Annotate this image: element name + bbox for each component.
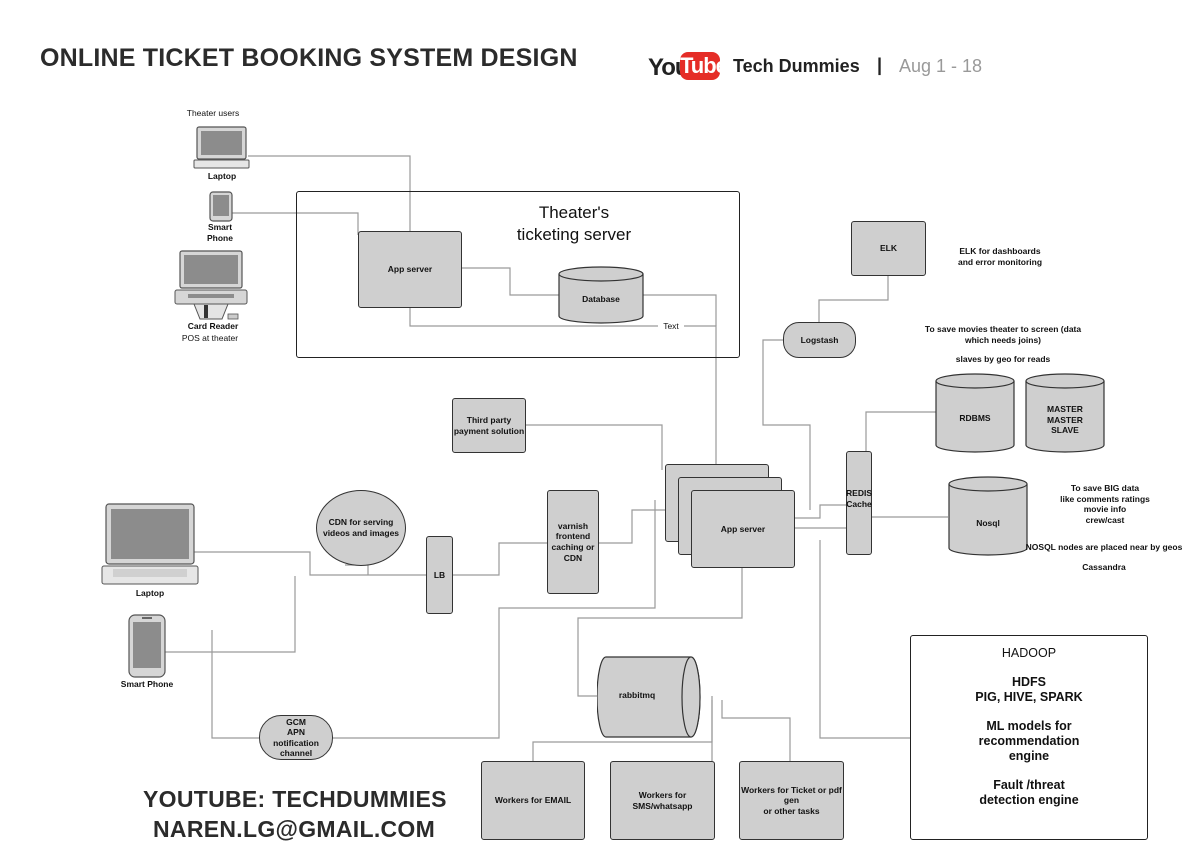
youtube-logo-tube: Tube (680, 52, 728, 80)
client-phone-icon (128, 614, 166, 678)
theater-server-title: Theater's ticketing server (516, 203, 632, 245)
nosql-label: Nosql (976, 518, 1000, 528)
theater-laptop-label: Laptop (207, 171, 237, 181)
client-phone-label: Smart Phone (120, 679, 174, 689)
header-separator: | (877, 55, 883, 75)
slaves-note: slaves by geo for reads (955, 354, 1051, 364)
bigdata-note: To save BIG data like comments ratings m… (1060, 483, 1150, 525)
hadoop-tools: PIG, HIVE, SPARK (975, 690, 1083, 704)
theater-app-server[interactable]: App server (358, 231, 462, 308)
third-party-payment-box[interactable]: Third party payment solution (452, 398, 526, 453)
rdbms-label: RDBMS (959, 413, 991, 423)
nosql-geo-note: NOSQL nodes are placed near by geos (1025, 542, 1183, 552)
footer-email: NAREN.LG@GMAIL.COM (153, 816, 436, 842)
text-label: Text (658, 321, 684, 331)
hadoop-box[interactable]: HADOOP HDFS PIG, HIVE, SPARK ML models f… (910, 635, 1148, 840)
rdbms-cylinder[interactable] (935, 373, 1015, 453)
theater-database-cylinder[interactable] (558, 266, 644, 324)
hadoop-fault: Fault /threat detection engine (979, 778, 1079, 807)
client-laptop-icon (101, 503, 199, 585)
workers-email-box[interactable]: Workers for EMAIL (481, 761, 585, 840)
footer-youtube: YOUTUBE: TECHDUMMIES (143, 786, 447, 812)
client-laptop-label: Laptop (135, 588, 165, 598)
theater-phone-label: Smart Phone (207, 222, 233, 243)
workers-ticket-box[interactable]: Workers for Ticket or pdf gen or other t… (739, 761, 844, 840)
theater-users-label: Theater users (186, 108, 240, 118)
rabbitmq-label: rabbitmq (618, 690, 656, 700)
workers-sms-box[interactable]: Workers for SMS/whatsapp (610, 761, 715, 840)
hadoop-hdfs: HDFS (1011, 675, 1047, 689)
redis-cache-box[interactable]: REDIS Cache (846, 451, 872, 555)
rdbms-note: To save movies theater to screen (data w… (924, 324, 1082, 345)
varnish-cache-box[interactable]: varnish frontend caching or CDN (547, 490, 599, 594)
channel-name: Tech Dummies (733, 56, 860, 76)
youtube-logo: You Tube (648, 50, 728, 82)
load-balancer[interactable]: LB (426, 536, 453, 614)
theater-laptop-icon (193, 126, 250, 169)
elk-box[interactable]: ELK (851, 221, 926, 276)
master-slave-cylinder[interactable] (1025, 373, 1105, 453)
app-server-main[interactable]: App server (691, 490, 795, 568)
diagram-title: ONLINE TICKET BOOKING SYSTEM DESIGN (40, 44, 578, 72)
header-date: Aug 1 - 18 (899, 56, 983, 76)
pos-label: POS at theater (181, 333, 239, 343)
cassandra-note: Cassandra (1082, 562, 1126, 572)
cdn-node[interactable]: CDN for serving videos and images (316, 490, 406, 566)
gcm-apn-notification[interactable]: GCM APN notification channel (259, 715, 333, 760)
rabbitmq-cylinder[interactable] (597, 656, 701, 738)
hadoop-title: HADOOP (1001, 646, 1057, 660)
card-reader-icon (174, 250, 248, 320)
hadoop-ml: ML models for recommendation engine (978, 719, 1080, 763)
logstash-node[interactable]: Logstash (783, 322, 856, 358)
nosql-cylinder[interactable] (948, 476, 1028, 556)
card-reader-label: Card Reader (187, 321, 239, 331)
theater-ticketing-server-frame (296, 191, 740, 358)
theater-phone-icon (209, 191, 233, 222)
theater-database-label: Database (582, 294, 620, 304)
elk-note: ELK for dashboards and error monitoring (957, 246, 1043, 267)
master-slave-label: MASTER MASTER SLAVE (1047, 404, 1083, 436)
